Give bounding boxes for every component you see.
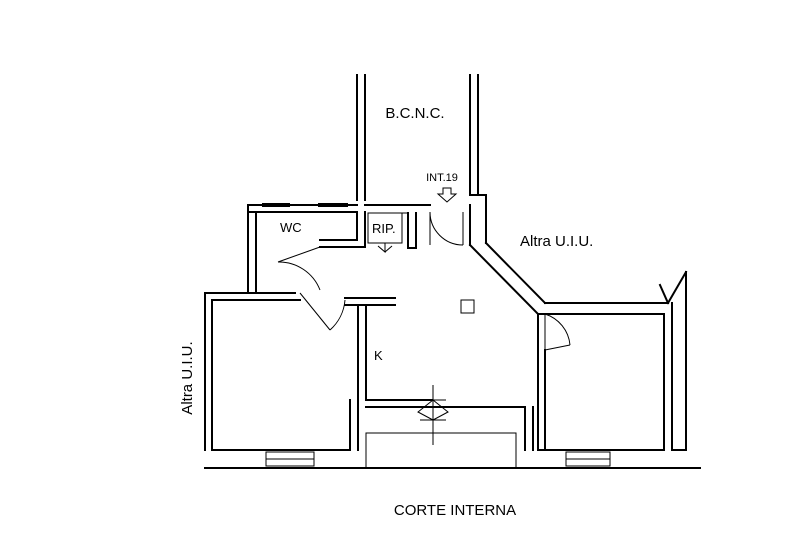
- doors: [277, 211, 571, 351]
- label-rip: RIP.: [372, 221, 396, 236]
- label-corte: CORTE INTERNA: [394, 502, 516, 519]
- ventilation-symbol-icon: [417, 385, 449, 445]
- label-k: K: [374, 348, 383, 363]
- label-altra-left: Altra U.I.U.: [179, 341, 196, 414]
- label-int: INT.19: [426, 172, 458, 184]
- entrance-arrow-icon: [436, 187, 458, 203]
- column: [460, 299, 475, 314]
- label-altra-right: Altra U.I.U.: [520, 233, 593, 250]
- outer-walls: [204, 194, 701, 469]
- label-wc: WC: [280, 220, 302, 235]
- label-bcnc: B.C.N.C.: [385, 105, 444, 122]
- bottom-windows: [265, 432, 611, 469]
- interior-walls: [319, 211, 546, 451]
- bcnc-corridor: [356, 74, 479, 201]
